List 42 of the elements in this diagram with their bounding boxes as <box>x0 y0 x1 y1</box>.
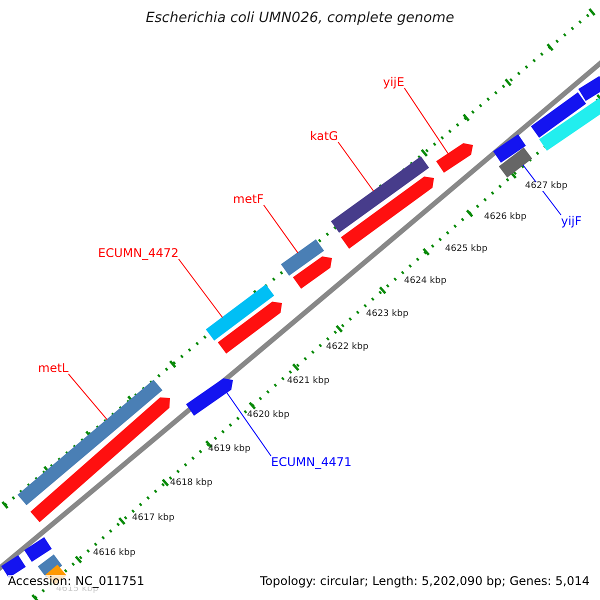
gene-label: metF <box>233 193 264 205</box>
scale-label: 4620 kbp <box>247 411 290 420</box>
gene-label: metL <box>38 362 68 374</box>
footer-text: Topology: circular; Length: 5,202,090 bp; Genes: 5,014 <box>260 575 590 587</box>
scale-label: 4617 kbp <box>132 514 174 523</box>
gene-feature <box>186 378 233 416</box>
gene-feature <box>340 176 434 249</box>
scale-label: 4624 kbp <box>404 277 446 286</box>
scale-label: 4625 kbp <box>445 245 488 254</box>
scale-label: 4619 kbp <box>208 445 250 454</box>
gene-feature <box>530 92 586 138</box>
leader-line <box>68 374 108 420</box>
scale-label: 4626 kbp <box>484 213 526 222</box>
gene-feature <box>292 256 332 289</box>
gene-label: yijF <box>561 215 582 227</box>
gene-feature <box>436 143 473 173</box>
gene-feature <box>218 302 282 354</box>
scale-label: 4621 kbp <box>287 377 330 386</box>
gene-feature <box>498 147 532 178</box>
gene-feature <box>493 134 526 163</box>
gene-feature <box>539 98 600 151</box>
leader-line <box>178 258 223 318</box>
gene-label: yijE <box>383 76 404 88</box>
leader-line <box>263 204 298 254</box>
gene-label: ECUMN_4471 <box>271 456 352 468</box>
scale-label: 4616 kbp <box>93 549 136 558</box>
gene-feature <box>578 76 600 101</box>
leader-line <box>226 392 272 456</box>
gene-label: ECUMN_4472 <box>98 247 179 259</box>
gene-feature <box>206 284 274 341</box>
gene-feature <box>18 380 162 506</box>
leader-line <box>404 88 449 154</box>
scale-label: 4618 kbp <box>170 479 212 488</box>
scale-label: 4627 kbp <box>525 182 568 191</box>
gene-feature <box>330 156 430 233</box>
scale-label: 4623 kbp <box>366 310 408 319</box>
title: Escherichia coli UMN026, complete genome <box>144 11 456 25</box>
gene-feature <box>280 239 324 276</box>
gene-feature <box>24 537 52 562</box>
gene-label: katG <box>310 130 338 142</box>
scale-label: 4622 kbp <box>326 343 368 352</box>
leader-line <box>338 142 374 192</box>
